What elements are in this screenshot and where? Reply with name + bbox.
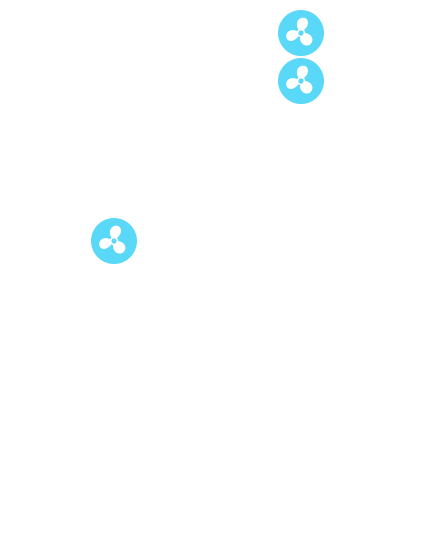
- fan-icon: [91, 218, 137, 264]
- fan-button-2[interactable]: [278, 58, 324, 104]
- fan-button-1[interactable]: [278, 10, 324, 56]
- fan-icon: [278, 10, 324, 56]
- fan-button-3[interactable]: [91, 218, 137, 264]
- fan-icon: [278, 58, 324, 104]
